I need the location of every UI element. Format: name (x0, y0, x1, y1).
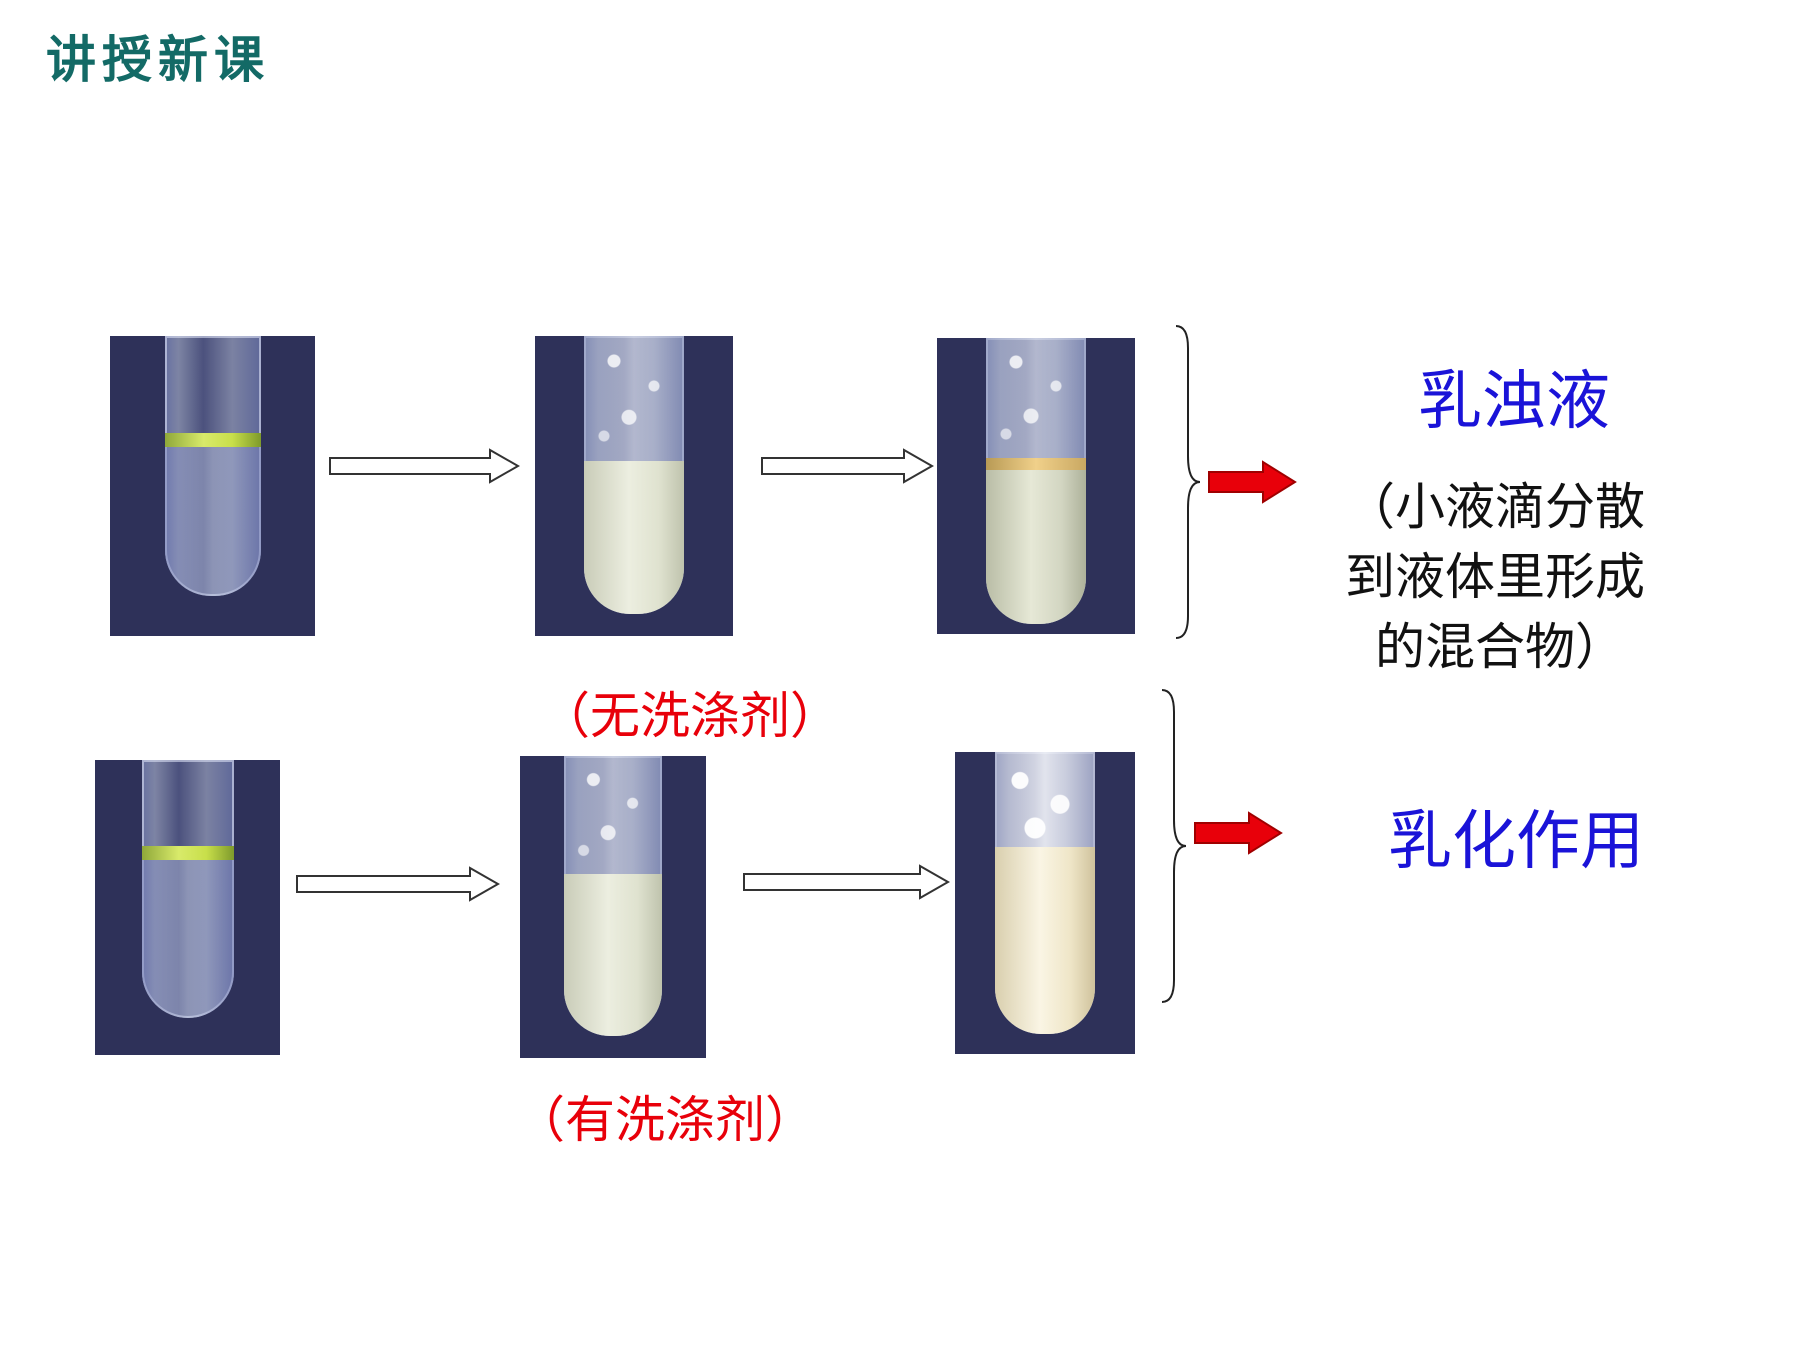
photo-tube-shaken-bottom (520, 756, 706, 1058)
hollow-right-arrow-icon (743, 864, 950, 900)
caption-with-detergent: （有洗涤剂） (515, 1091, 815, 1149)
emulsification-term: 乳化作用 (1388, 805, 1644, 879)
emulsion-desc-line-3: 的混合物） (1375, 618, 1625, 676)
caption-no-detergent: （无洗涤剂） (540, 687, 840, 745)
page-title: 讲授新课 (46, 31, 270, 89)
hollow-right-arrow-icon (761, 448, 934, 484)
emulsion-desc-line-1: （小液滴分散 (1345, 478, 1645, 536)
photo-tube-oil-water-top (110, 336, 315, 636)
red-right-arrow-icon (1194, 811, 1283, 855)
photo-tube-stable-emulsion-bottom (955, 752, 1135, 1054)
photo-tube-settled-top (937, 338, 1135, 634)
right-curly-brace-icon (1175, 325, 1201, 639)
emulsion-term: 乳浊液 (1418, 365, 1610, 439)
red-right-arrow-icon (1208, 460, 1297, 504)
hollow-right-arrow-icon (296, 866, 500, 902)
hollow-right-arrow-icon (329, 448, 520, 484)
photo-tube-shaken-top (535, 336, 733, 636)
right-curly-brace-icon (1161, 689, 1187, 1003)
photo-tube-oil-water-bottom (95, 760, 280, 1055)
emulsion-description: （小液滴分散 到液体里形成 的混合物） (1345, 472, 1645, 682)
emulsion-desc-line-2: 到液体里形成 (1345, 548, 1645, 606)
